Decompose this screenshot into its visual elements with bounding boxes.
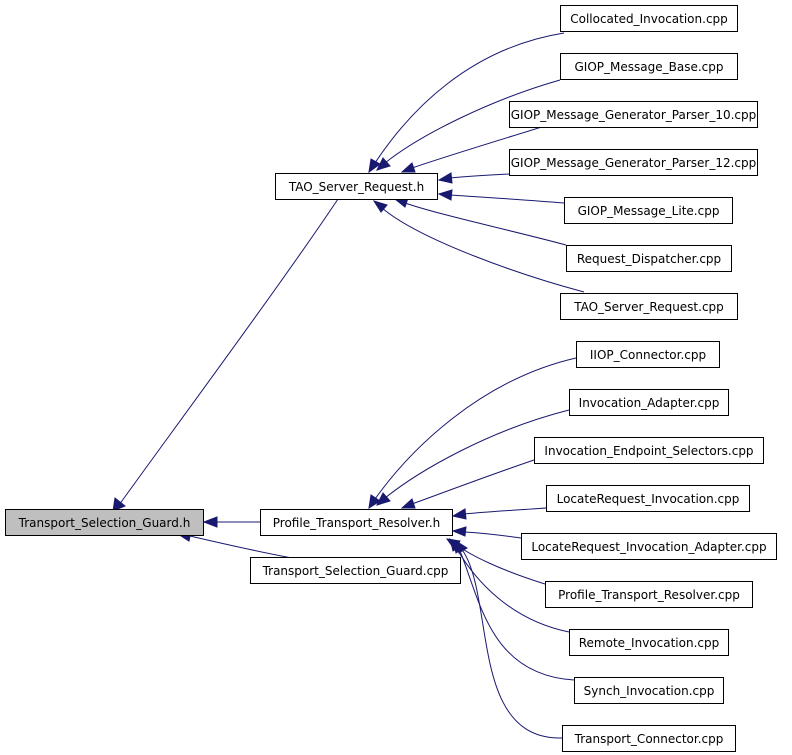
node-label: Synch_Invocation.cpp: [584, 684, 715, 698]
node-synch-invocation-cpp[interactable]: Synch_Invocation.cpp: [574, 677, 724, 704]
arrowhead-icon: [112, 497, 126, 512]
node-label: Invocation_Endpoint_Selectors.cpp: [544, 444, 753, 458]
edge-collocated-invocation-to-tao-server-request-h: [374, 32, 565, 164]
node-tao-server-request-h[interactable]: TAO_Server_Request.h: [275, 173, 438, 200]
node-collocated-invocation-cpp[interactable]: Collocated_Invocation.cpp: [560, 5, 738, 32]
node-label: GIOP_Message_Lite.cpp: [578, 204, 720, 218]
node-profile-transport-resolver-h[interactable]: Profile_Transport_Resolver.h: [260, 509, 453, 536]
edge-iiop-connector-to-profile-transport-resolver-h: [374, 357, 577, 500]
node-label: Invocation_Adapter.cpp: [579, 396, 720, 410]
node-label: GIOP_Message_Generator_Parser_12.cpp: [511, 156, 757, 170]
node-iiop-connector-cpp[interactable]: IIOP_Connector.cpp: [576, 341, 720, 368]
node-locaterequest-invocation-adapter-cpp[interactable]: LocateRequest_Invocation_Adapter.cpp: [521, 533, 777, 560]
node-transport-connector-cpp[interactable]: Transport_Connector.cpp: [562, 725, 736, 752]
node-label: Transport_Connector.cpp: [574, 732, 724, 746]
node-label: GIOP_Message_Generator_Parser_10.cpp: [511, 108, 757, 122]
edge-invocation-endpoint-selectors-to-profile-transport-resolver-h: [411, 459, 535, 505]
edge-invocation-adapter-to-profile-transport-resolver-h: [384, 409, 570, 499]
node-label: LocateRequest_Invocation.cpp: [557, 492, 740, 506]
arrowhead-icon: [451, 508, 467, 520]
edge-giop-message-lite-to-tao-server-request-h: [449, 194, 565, 204]
edge-tao-server-request-h-to-root: [118, 198, 339, 506]
edge-transport-connector-to-profile-transport-resolver-h: [462, 550, 563, 739]
edge-synch-invocation-to-profile-transport-resolver-h: [459, 550, 575, 681]
arrowhead-icon: [202, 516, 218, 528]
node-remote-invocation-cpp[interactable]: Remote_Invocation.cpp: [569, 629, 729, 656]
node-label: TAO_Server_Request.cpp: [573, 300, 724, 314]
node-label: TAO_Server_Request.h: [288, 180, 424, 194]
node-label: Request_Dispatcher.cpp: [577, 252, 721, 266]
arrowhead-icon: [437, 189, 453, 201]
arrowhead-icon: [400, 498, 416, 509]
edges: [112, 32, 585, 739]
node-label: Profile_Transport_Resolver.cpp: [558, 588, 740, 602]
edge-giop-message-generator-parser-10-to-tao-server-request-h: [411, 125, 546, 169]
edge-giop-message-generator-parser-12-to-tao-server-request-h: [449, 173, 511, 179]
node-request-dispatcher-cpp[interactable]: Request_Dispatcher.cpp: [566, 245, 732, 272]
edge-request-dispatcher-to-tao-server-request-h: [404, 202, 567, 246]
arrowhead-icon: [368, 494, 381, 510]
node-locaterequest-invocation-cpp[interactable]: LocateRequest_Invocation.cpp: [546, 485, 750, 512]
node-profile-transport-resolver-cpp[interactable]: Profile_Transport_Resolver.cpp: [545, 581, 753, 608]
node-tao-server-request-cpp[interactable]: TAO_Server_Request.cpp: [560, 293, 738, 320]
arrowhead-icon: [368, 158, 381, 174]
arrowhead-icon: [376, 157, 391, 171]
node-giop-message-generator-parser-12-cpp[interactable]: GIOP_Message_Generator_Parser_12.cpp: [509, 149, 758, 176]
arrowhead-icon: [437, 172, 453, 184]
node-label: Profile_Transport_Resolver.h: [273, 516, 440, 530]
node-label: Collocated_Invocation.cpp: [570, 12, 728, 26]
node-root: Transport_Selection_Guard.h: [5, 509, 204, 536]
arrowhead-icon: [400, 162, 416, 173]
arrowhead-icon: [455, 539, 468, 554]
node-label: Transport_Selection_Guard.cpp: [262, 564, 449, 578]
node-label: GIOP_Message_Base.cpp: [575, 60, 724, 74]
node-giop-message-lite-cpp[interactable]: GIOP_Message_Lite.cpp: [564, 197, 733, 224]
node-invocation-endpoint-selectors-cpp[interactable]: Invocation_Endpoint_Selectors.cpp: [534, 437, 764, 464]
edge-tao-server-request-cpp-to-tao-server-request-h: [381, 207, 585, 293]
node-label: Remote_Invocation.cpp: [579, 636, 719, 650]
node-giop-message-generator-parser-10-cpp[interactable]: GIOP_Message_Generator_Parser_10.cpp: [509, 101, 758, 128]
edge-transport-selection-guard-cpp-to-root: [189, 535, 293, 559]
edge-locaterequest-invocation-to-profile-transport-resolver-h: [464, 507, 547, 515]
node-label: LocateRequest_Invocation_Adapter.cpp: [531, 540, 766, 554]
arrowhead-icon: [451, 526, 467, 537]
node-label: Transport_Selection_Guard.h: [18, 516, 191, 530]
node-invocation-adapter-cpp[interactable]: Invocation_Adapter.cpp: [569, 389, 729, 416]
node-label: IIOP_Connector.cpp: [590, 348, 706, 362]
edge-giop-message-base-to-tao-server-request-h: [384, 79, 561, 164]
nodes: Transport_Selection_Guard.h TAO_Server_R…: [5, 5, 777, 752]
arrowhead-icon: [376, 492, 391, 506]
node-transport-selection-guard-cpp[interactable]: Transport_Selection_Guard.cpp: [250, 557, 461, 584]
node-giop-message-base-cpp[interactable]: GIOP_Message_Base.cpp: [560, 53, 738, 80]
arrowhead-icon: [372, 200, 388, 213]
edge-locaterequest-invocation-adapter-to-profile-transport-resolver-h: [464, 531, 522, 539]
